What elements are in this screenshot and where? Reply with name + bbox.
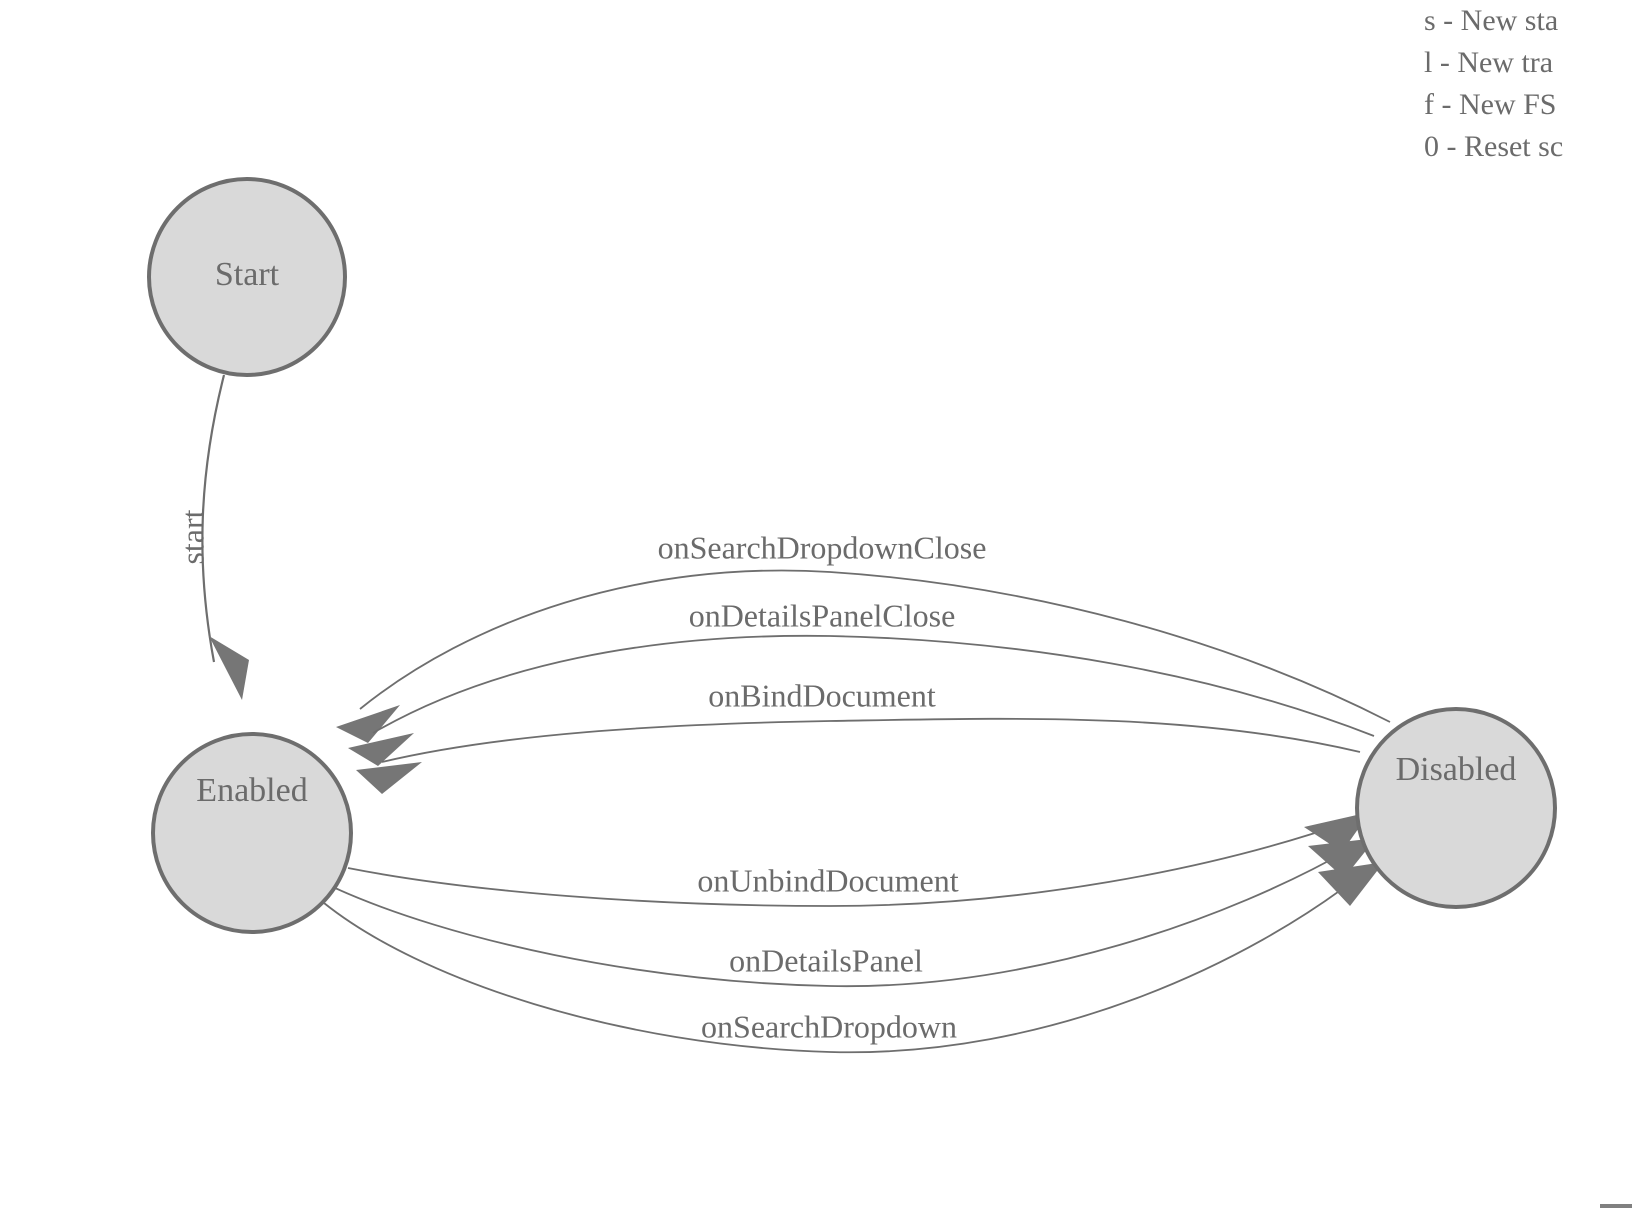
state-node-start-label: Start — [215, 256, 280, 293]
state-node-disabled-label: Disabled — [1396, 751, 1517, 788]
transition-label-start: start — [174, 509, 210, 564]
state-node-disabled[interactable]: Disabled — [1355, 707, 1557, 909]
transition-onsearchdropdownclose[interactable] — [336, 569, 1391, 743]
transition-start-line — [201, 374, 226, 663]
transition-onsearchdropdown-line — [323, 873, 1363, 1054]
transition-onsearchdropdown-arrowhead — [1318, 862, 1384, 906]
transition-ondetailspanelclose-line — [372, 634, 1375, 737]
transition-onbinddocument-line — [381, 717, 1361, 763]
transition-label-onbinddocument: onBindDocument — [708, 677, 936, 713]
transition-onbinddocument-arrowhead — [356, 762, 422, 794]
shortcut-new-fsm: f - New FS — [1424, 88, 1557, 121]
transition-onsearchdropdownclose-arrowhead — [336, 705, 400, 743]
state-node-start-circle — [147, 177, 347, 377]
transition-onunbinddocument-line — [347, 821, 1349, 907]
transition-ondetailspanelclose-arrowhead — [348, 733, 414, 766]
shortcut-reset: 0 - Reset sc — [1424, 130, 1564, 163]
transition-ondetailspanel[interactable] — [334, 838, 1376, 988]
transition-onsearchdropdownclose-line — [359, 569, 1391, 723]
transition-onunbinddocument-arrowhead — [1304, 812, 1370, 852]
transition-label-ondetailspanel: onDetailsPanel — [729, 942, 923, 978]
transition-start[interactable] — [201, 374, 249, 700]
state-node-enabled-label: Enabled — [196, 772, 307, 809]
keyboard-shortcut-overlay: s - New sta l - New tra f - New FS 0 - R… — [1424, 0, 1632, 168]
transition-label-onsearchdropdownclose: onSearchDropdownClose — [658, 529, 987, 565]
transition-onsearchdropdown[interactable] — [323, 862, 1384, 1054]
state-node-enabled-circle — [151, 732, 353, 934]
state-node-disabled-circle — [1355, 707, 1557, 909]
transition-onbinddocument[interactable] — [356, 717, 1361, 794]
transition-onunbinddocument[interactable] — [347, 812, 1370, 907]
transition-start-arrowhead — [209, 636, 249, 700]
transition-label-onsearchdropdown: onSearchDropdown — [701, 1008, 957, 1044]
transition-ondetailspanelclose[interactable] — [348, 634, 1375, 766]
shortcut-new-state: s - New sta — [1424, 4, 1559, 37]
transition-ondetailspanel-line — [334, 847, 1353, 988]
transition-label-ondetailspanelclose: onDetailsPanelClose — [689, 597, 956, 633]
viewport-corner-marker — [1600, 1172, 1632, 1208]
transition-ondetailspanel-arrowhead — [1308, 838, 1376, 878]
state-node-enabled[interactable]: Enabled — [151, 732, 353, 934]
state-node-start[interactable]: Start — [147, 177, 347, 377]
transition-label-onunbinddocument: onUnbindDocument — [697, 862, 958, 898]
shortcut-new-transition: l - New tra — [1424, 46, 1554, 79]
